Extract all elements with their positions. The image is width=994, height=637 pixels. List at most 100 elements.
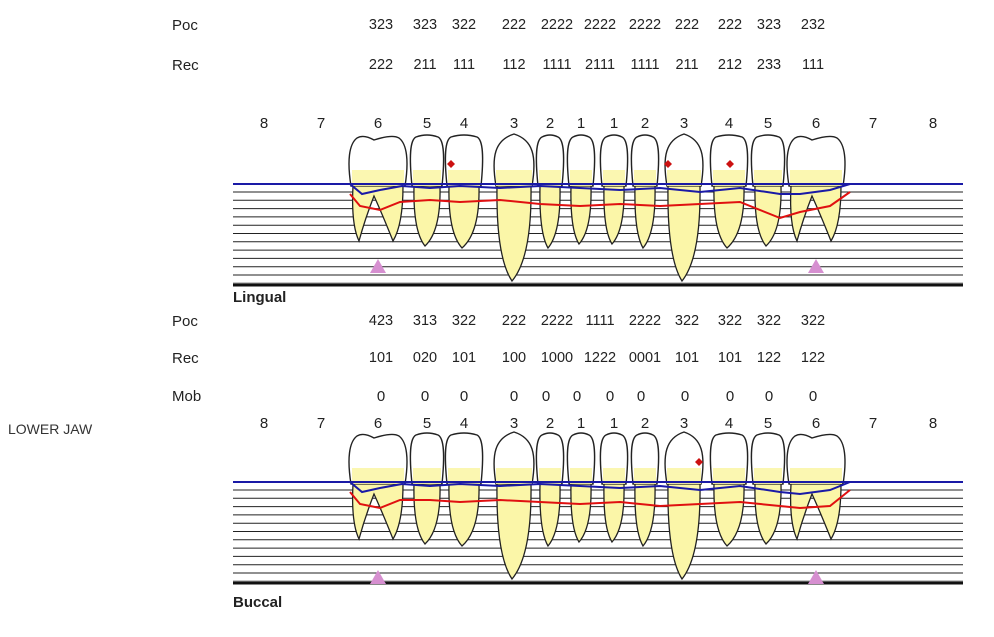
middle-rec-value-10: 122 <box>756 350 782 366</box>
tooth-number-buccal-13: 5 <box>763 415 773 432</box>
tooth-5 <box>535 432 565 548</box>
tooth-10 <box>709 432 749 547</box>
tooth-number-lingual-8: 1 <box>576 115 586 132</box>
top-rec-value-10: 233 <box>756 57 782 73</box>
tooth-number-lingual-5: 4 <box>459 115 469 132</box>
tooth-number-lingual-1: 8 <box>259 115 269 132</box>
top-rec-value-1: 222 <box>368 57 394 73</box>
tooth-1 <box>348 433 408 541</box>
top-poc-value-7: 2222 <box>628 17 662 33</box>
top-rec-value-8: 211 <box>675 57 699 73</box>
tooth-number-lingual-14: 6 <box>811 115 821 132</box>
tooth-number-buccal-5: 4 <box>459 415 469 432</box>
tooth-number-buccal-2: 7 <box>316 415 326 432</box>
middle-poc-value-9: 322 <box>717 313 743 329</box>
middle-mob-label: Mob <box>172 388 202 405</box>
tooth-number-lingual-10: 2 <box>640 115 650 132</box>
tooth-number-buccal-1: 8 <box>259 415 269 432</box>
tooth-6 <box>566 134 596 246</box>
tooth-7 <box>599 134 629 246</box>
tooth-12 <box>786 433 846 541</box>
mobility-value-4: 0 <box>509 388 519 405</box>
top-poc-label: Poc <box>172 17 198 34</box>
tooth-number-lingual-9: 1 <box>609 115 619 132</box>
mobility-value-7: 0 <box>605 388 615 405</box>
top-poc-value-3: 322 <box>451 17 477 33</box>
middle-rec-value-1: 101 <box>368 350 394 366</box>
furcation-marker-2 <box>808 259 824 273</box>
top-poc-value-2: 323 <box>412 17 438 33</box>
tooth-1 <box>348 135 408 243</box>
middle-rec-value-11: 122 <box>800 350 826 366</box>
tooth-number-buccal-10: 2 <box>640 415 650 432</box>
top-rec-value-2: 211 <box>413 57 437 73</box>
mobility-value-6: 0 <box>572 388 582 405</box>
tooth-6 <box>566 432 596 544</box>
tooth-number-lingual-3: 6 <box>373 115 383 132</box>
tooth-9 <box>664 133 704 283</box>
tooth-number-buccal-7: 2 <box>545 415 555 432</box>
lingual-periodontal-chart <box>233 133 963 287</box>
top-poc-value-10: 323 <box>756 17 782 33</box>
middle-poc-value-10: 322 <box>756 313 782 329</box>
tooth-number-buccal-16: 8 <box>928 415 938 432</box>
top-poc-value-1: 323 <box>368 17 394 33</box>
tooth-number-lingual-2: 7 <box>316 115 326 132</box>
tooth-8 <box>630 134 660 250</box>
tooth-3 <box>444 432 484 547</box>
middle-poc-value-4: 222 <box>501 313 527 329</box>
buccal-label: Buccal <box>233 594 283 611</box>
top-poc-value-5: 2222 <box>540 17 574 33</box>
mobility-value-12: 0 <box>808 388 818 405</box>
middle-poc-value-3: 322 <box>451 313 477 329</box>
tooth-number-buccal-4: 5 <box>422 415 432 432</box>
middle-rec-value-3: 101 <box>451 350 477 366</box>
mobility-value-11: 0 <box>764 388 774 405</box>
tooth-number-lingual-11: 3 <box>679 115 689 132</box>
top-rec-value-3: 111 <box>452 57 476 73</box>
top-rec-value-7: 1111 <box>630 57 660 73</box>
jaw-label: LOWER JAW <box>8 421 93 437</box>
mobility-value-5: 0 <box>541 388 551 405</box>
top-rec-value-4: 112 <box>502 57 526 73</box>
tooth-number-lingual-6: 3 <box>509 115 519 132</box>
middle-rec-value-9: 101 <box>717 350 743 366</box>
tooth-number-lingual-15: 7 <box>868 115 878 132</box>
mobility-value-1: 0 <box>376 388 386 405</box>
mobility-value-2: 0 <box>420 388 430 405</box>
middle-rec-value-6: 1222 <box>583 350 617 366</box>
tooth-number-lingual-7: 2 <box>545 115 555 132</box>
top-rec-label: Rec <box>172 57 199 74</box>
tooth-number-buccal-9: 1 <box>609 415 619 432</box>
top-rec-value-9: 212 <box>717 57 743 73</box>
furcation-marker-1 <box>370 570 386 584</box>
tooth-number-buccal-15: 7 <box>868 415 878 432</box>
tooth-number-lingual-4: 5 <box>422 115 432 132</box>
tooth-9 <box>664 431 704 581</box>
lingual-label: Lingual <box>233 289 287 306</box>
bleeding-dot-1 <box>447 160 455 168</box>
top-poc-value-6: 2222 <box>583 17 617 33</box>
tooth-3 <box>444 134 484 249</box>
middle-rec-value-2: 020 <box>412 350 438 366</box>
tooth-number-buccal-11: 3 <box>679 415 689 432</box>
tooth-8 <box>630 432 660 548</box>
tooth-number-buccal-8: 1 <box>576 415 586 432</box>
bleeding-dot-3 <box>726 160 734 168</box>
middle-rec-value-4: 100 <box>501 350 527 366</box>
tooth-number-buccal-3: 6 <box>373 415 383 432</box>
tooth-number-lingual-16: 8 <box>928 115 938 132</box>
tooth-7 <box>599 432 629 544</box>
tooth-number-buccal-6: 3 <box>509 415 519 432</box>
tooth-number-lingual-12: 4 <box>724 115 734 132</box>
middle-poc-value-2: 313 <box>412 313 438 329</box>
middle-poc-value-7: 2222 <box>628 313 662 329</box>
tooth-number-lingual-13: 5 <box>763 115 773 132</box>
top-rec-value-6: 2111 <box>584 57 616 73</box>
middle-poc-value-6: 1111 <box>585 313 615 329</box>
top-poc-value-8: 222 <box>674 17 700 33</box>
buccal-periodontal-chart <box>233 431 963 585</box>
tooth-4 <box>493 133 535 283</box>
tooth-number-buccal-14: 6 <box>811 415 821 432</box>
mobility-value-9: 0 <box>680 388 690 405</box>
